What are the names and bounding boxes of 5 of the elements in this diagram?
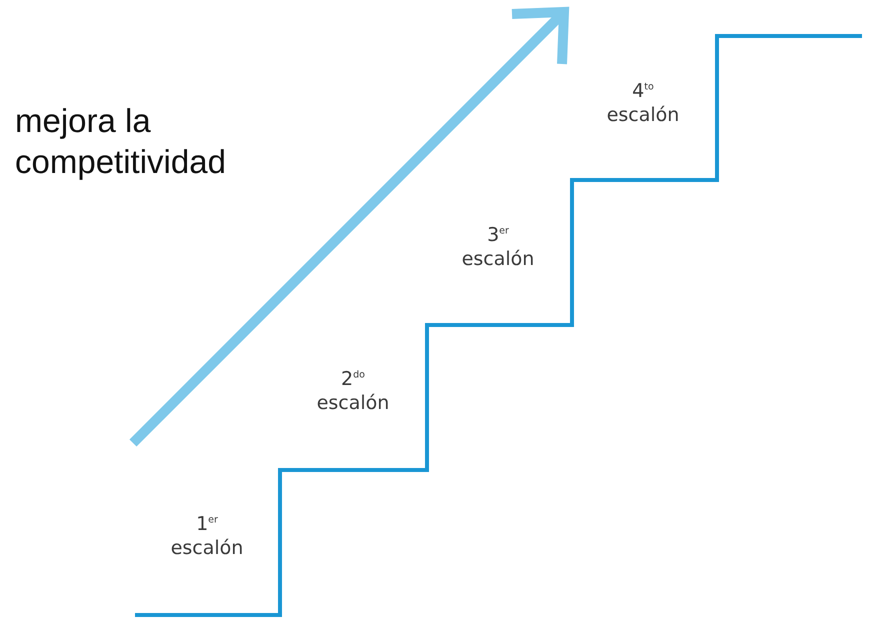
step-label: 3$^{er}$ escalón [460,224,536,272]
step-label: 1$^{er}$ escalón [170,513,244,560]
step-label: 4$^{to}$ escalón [606,80,680,128]
heading-text: mejora la competitividad [15,101,227,182]
step-label: 2$^{do}$ escalón [316,368,390,416]
